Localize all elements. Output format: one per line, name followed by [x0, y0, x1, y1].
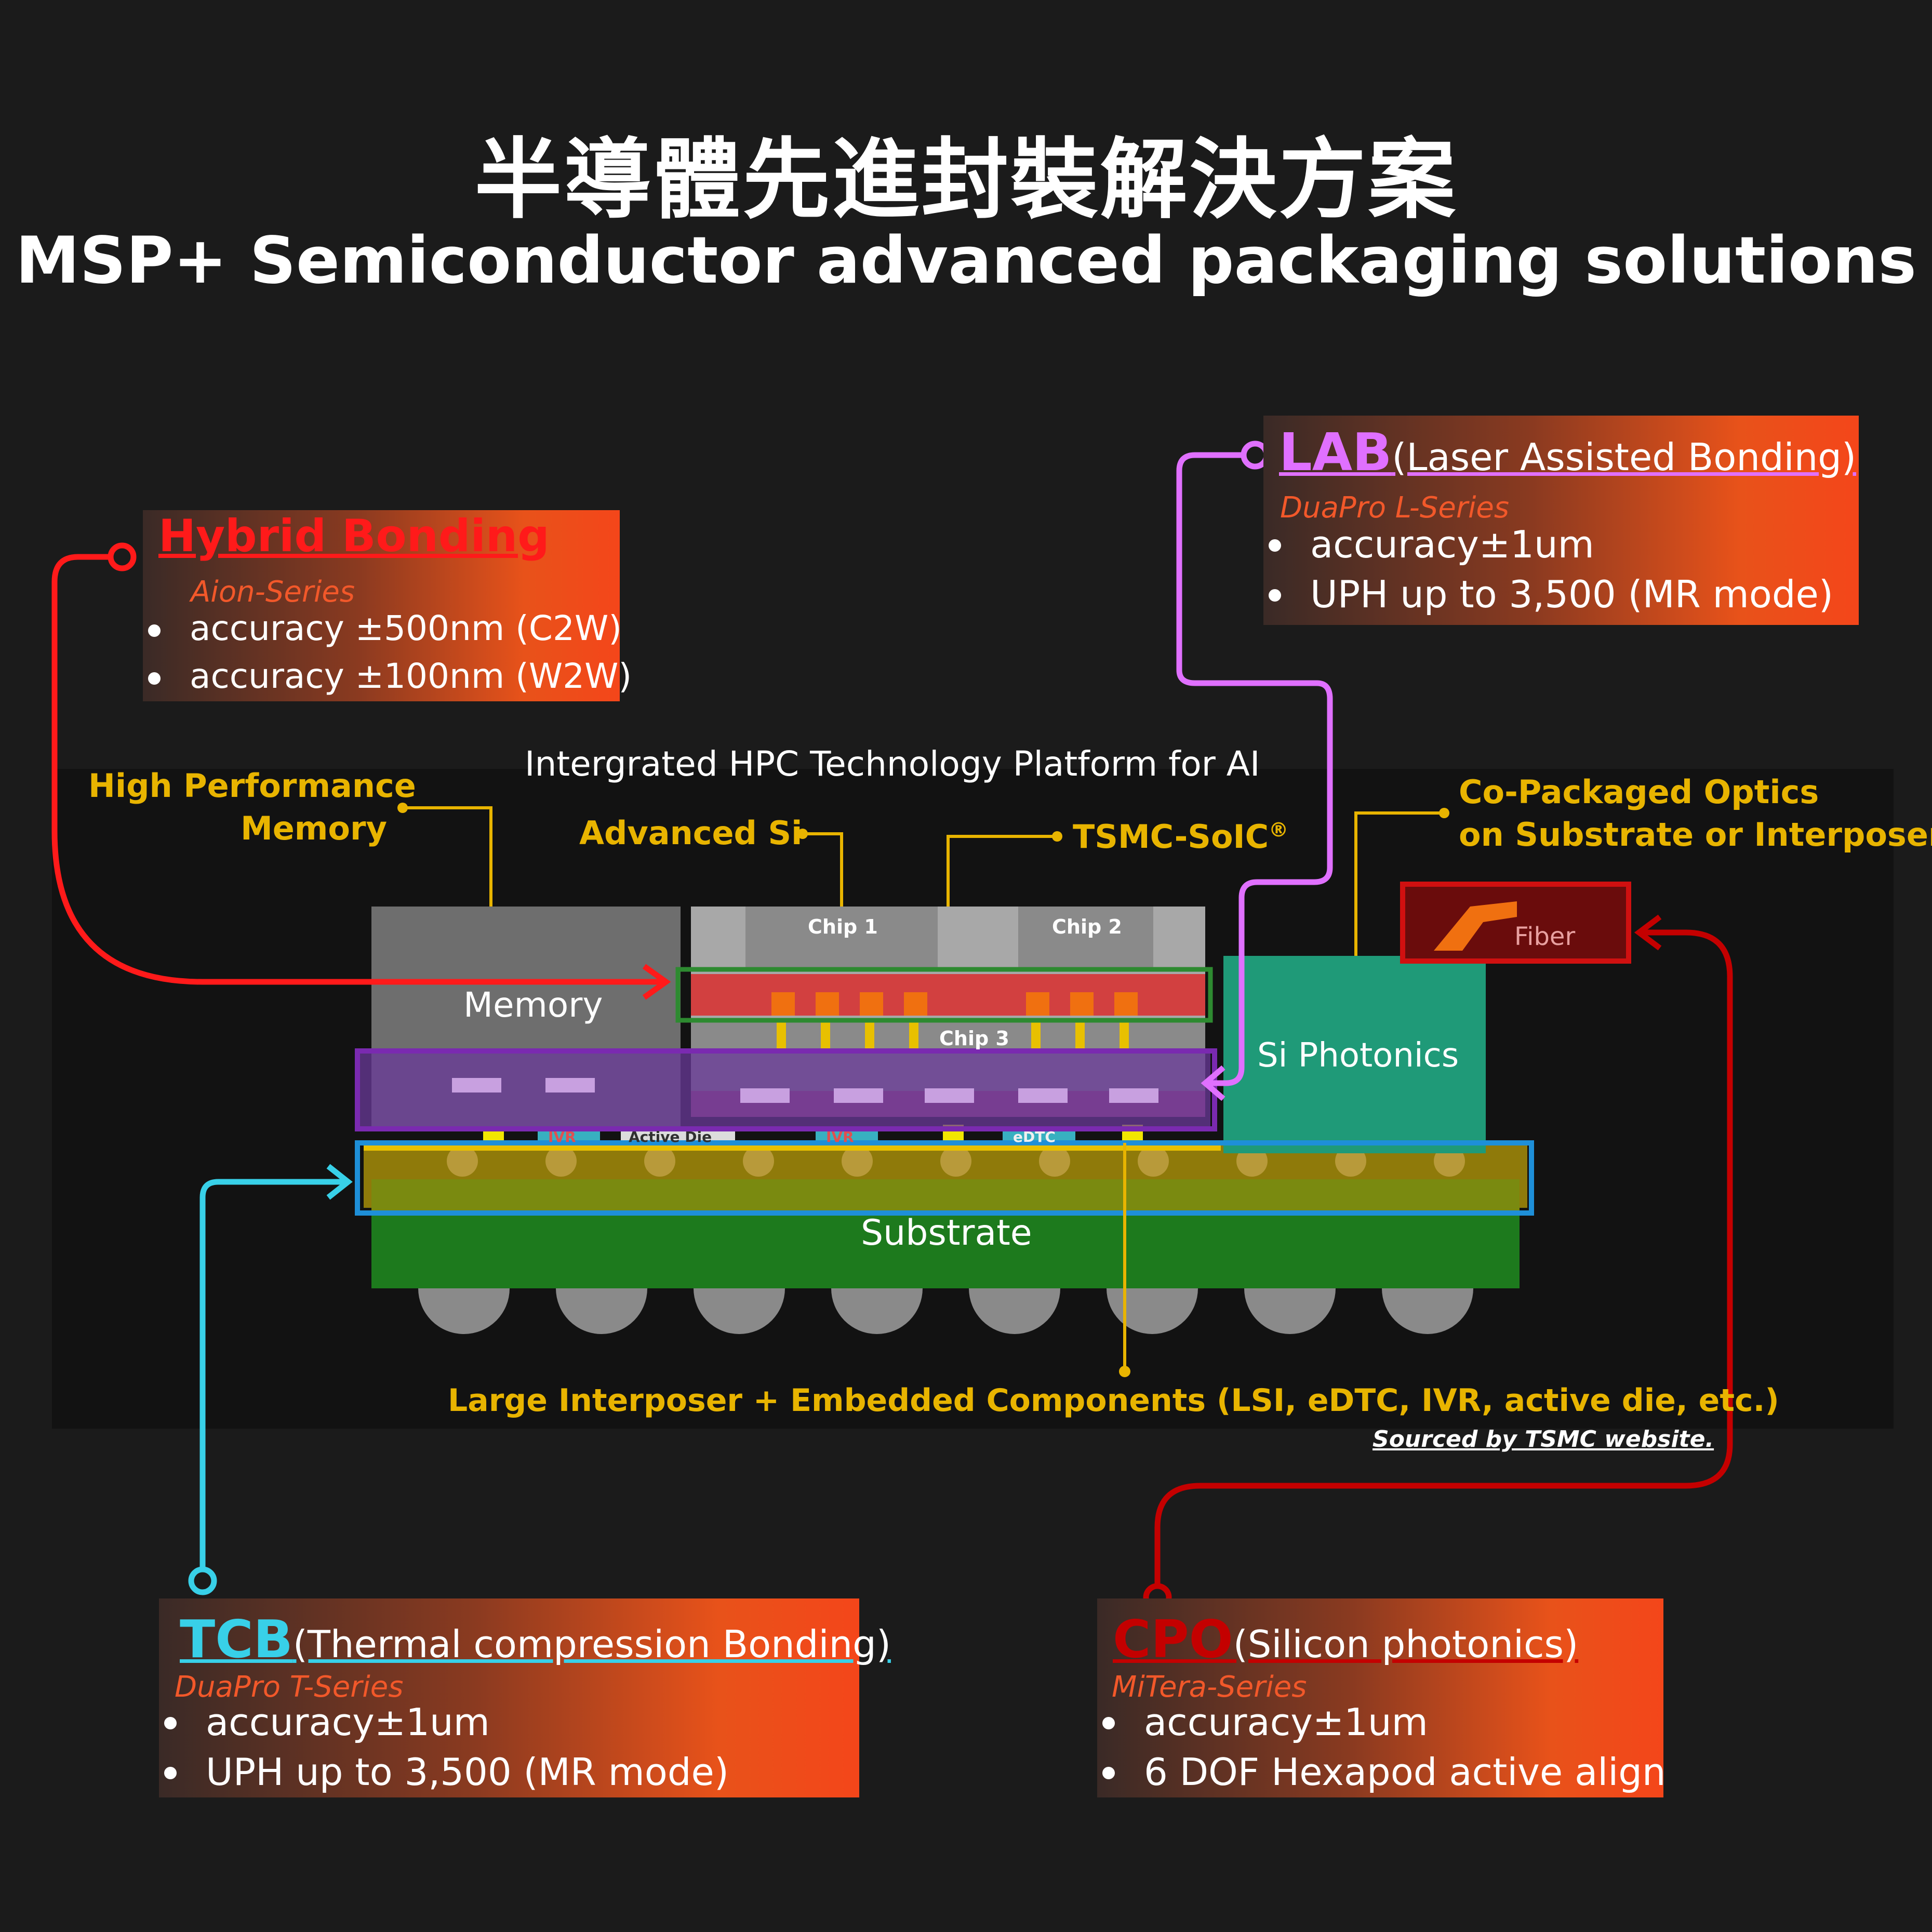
page-title-english: MSP+ Semiconductor advanced packaging so… — [15, 223, 1917, 298]
tcb-acronym: TCB — [180, 1609, 293, 1670]
cpo-diagram-label-line1: Co-Packaged Optics — [1459, 773, 1819, 811]
chip2-label: Chip 2 — [1052, 915, 1122, 938]
lab-panel: LAB(Laser Assisted Bonding) DuaPro L-Ser… — [1263, 416, 1859, 625]
chip3-label: Chip 3 — [939, 1027, 1009, 1050]
lab-spec-2: UPH up to 3,500 (MR mode) — [1263, 569, 1833, 619]
tcb-panel: TCB(Thermal compression Bonding) DuaPro … — [159, 1598, 891, 1797]
soic-label: TSMC-SoIC® — [1073, 818, 1288, 856]
hybrid-bonding-series: Aion-Series — [191, 575, 355, 609]
active-die-label: Active Die — [629, 1128, 712, 1145]
ivr-label-2: IVR — [826, 1128, 854, 1145]
tcb-specs: accuracy±1um UPH up to 3,500 (MR mode) — [159, 1697, 729, 1797]
si-photonics-block — [1223, 956, 1486, 1153]
cpo-specs: accuracy±1um 6 DOF Hexapod active align — [1097, 1697, 1666, 1797]
substrate-label: Substrate — [861, 1213, 1032, 1254]
advanced-si-label: Advanced Si — [579, 814, 803, 852]
lab-heading[interactable]: LAB(Laser Assisted Bonding) — [1279, 422, 1856, 483]
tcb-spec-1: accuracy±1um — [159, 1697, 729, 1747]
hybrid-bonding-heading[interactable]: Hybrid Bonding — [158, 510, 550, 562]
memory-label: Memory — [463, 985, 603, 1025]
cpo-heading[interactable]: CPO(Silicon photonics) — [1113, 1609, 1578, 1670]
lab-acronym: LAB — [1279, 422, 1392, 483]
tcb-connector — [188, 1164, 353, 1595]
ivr-label-1: IVR — [548, 1128, 576, 1145]
tcb-frame — [355, 1140, 1534, 1216]
cpo-panel: CPO(Silicon photonics) MiTera-Series acc… — [1097, 1598, 1666, 1797]
cpo-acronym: CPO — [1113, 1609, 1233, 1670]
source-note: Sourced by TSMC website. — [1373, 1426, 1714, 1453]
soic-label-text: TSMC-SoIC — [1073, 818, 1269, 856]
cpo-spec-1: accuracy±1um — [1097, 1697, 1666, 1747]
chip1-label: Chip 1 — [808, 915, 878, 938]
fiber-frame — [1400, 882, 1631, 964]
hybrid-bonding-specs: accuracy ±500nm (C2W) accuracy ±100nm (W… — [143, 605, 632, 700]
page-title-chinese: 半導體先進封裝解決方案 — [474, 129, 1458, 231]
lab-series: DuaPro L-Series — [1280, 491, 1510, 525]
tcb-description: (Thermal compression Bonding) — [292, 1622, 891, 1666]
registered-mark: ® — [1269, 818, 1289, 842]
lab-spec-1: accuracy±1um — [1263, 519, 1833, 569]
hybrid-bonding-frame — [675, 967, 1213, 1023]
hpm-label-line1: High Performance — [88, 767, 416, 805]
si-photonics-label: Si Photonics — [1257, 1036, 1459, 1075]
cpo-description: (Silicon photonics) — [1233, 1622, 1579, 1666]
hybrid-bonding-panel: Hybrid Bonding Aion-Series accuracy ±500… — [143, 510, 632, 701]
hpm-label-line2: Memory — [241, 809, 387, 847]
fiber-label: Fiber — [1514, 922, 1576, 951]
platform-title: Intergrated HPC Technology Platform for … — [525, 744, 1260, 784]
cpo-series: MiTera-Series — [1112, 1670, 1307, 1704]
lab-description: (Laser Assisted Bonding) — [1392, 435, 1857, 479]
hybrid-spec-1: accuracy ±500nm (C2W) — [143, 605, 632, 652]
cpo-spec-2: 6 DOF Hexapod active align — [1097, 1747, 1666, 1797]
cpo-diagram-label-line2: on Substrate or Interposer — [1459, 816, 1932, 854]
hybrid-connector — [51, 542, 671, 1000]
lab-specs: accuracy±1um UPH up to 3,500 (MR mode) — [1263, 519, 1833, 619]
interposer-note: Large Interposer + Embedded Components (… — [448, 1382, 1779, 1419]
edtc-label: eDTC — [1013, 1128, 1056, 1145]
tcb-heading[interactable]: TCB(Thermal compression Bonding) — [180, 1609, 891, 1670]
tcb-spec-2: UPH up to 3,500 (MR mode) — [159, 1747, 729, 1797]
tcb-series: DuaPro T-Series — [175, 1670, 404, 1704]
hybrid-spec-2: accuracy ±100nm (W2W) — [143, 652, 632, 700]
